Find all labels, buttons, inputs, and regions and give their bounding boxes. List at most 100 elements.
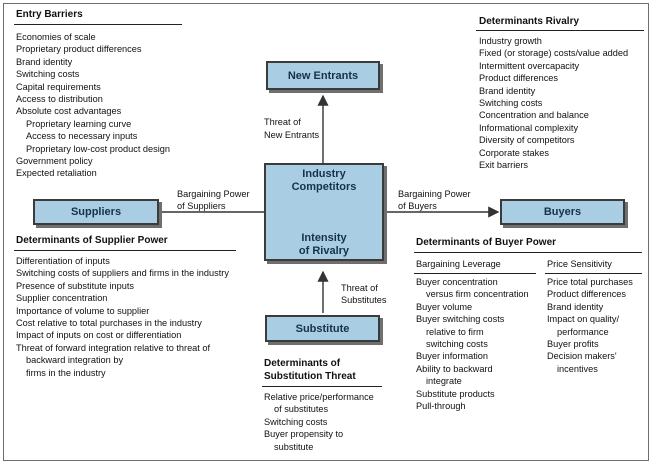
suppliers-label: Suppliers bbox=[70, 206, 122, 218]
list-item: Switching costs of suppliers and firms i… bbox=[16, 268, 229, 279]
list-item: Threat of forward integration relative t… bbox=[16, 342, 211, 353]
substitute-label: Substitute bbox=[295, 322, 350, 335]
buyers-box: Buyers bbox=[500, 199, 625, 225]
list-item: Price total purchases bbox=[547, 277, 633, 287]
list-item: switching costs bbox=[426, 339, 488, 350]
list-item: Cost relative to total purchases in the … bbox=[16, 318, 202, 329]
list-item: integrate bbox=[426, 376, 462, 387]
list-item: Switching costs bbox=[264, 416, 328, 427]
list-item: Decision makers' bbox=[547, 351, 617, 362]
supplier-power-rule bbox=[14, 250, 236, 251]
list-item: Substitute products bbox=[416, 388, 495, 399]
bp-buyers-label-1: Bargaining Power bbox=[398, 189, 471, 199]
list-item: Supplier concentration bbox=[16, 293, 108, 304]
diagram-frame bbox=[3, 3, 649, 461]
list-item: Switching costs bbox=[479, 98, 543, 109]
substitution-list: Relative price/performance of substitutes… bbox=[264, 391, 374, 453]
list-item: Impact on quality/ bbox=[547, 314, 620, 325]
list-item: firms in the industry bbox=[26, 367, 106, 378]
bargaining-leverage-list: Buyer concentration versus firm concentra… bbox=[416, 276, 529, 412]
list-item: Exit barriers bbox=[479, 160, 529, 171]
industry-competitors-box: Industry Competitors Intensity of Rivalr… bbox=[264, 163, 384, 261]
rivalry-heading: Determinants Rivalry bbox=[479, 16, 580, 27]
bp-suppliers-label-2: of Suppliers bbox=[177, 201, 226, 211]
list-item: Access to distribution bbox=[16, 94, 103, 105]
bargaining-leverage-heading: Bargaining Leverage bbox=[416, 259, 501, 269]
center-top-line-1: Industry bbox=[302, 168, 346, 180]
price-sensitivity-rule bbox=[545, 273, 642, 274]
list-item: Pull-through bbox=[416, 401, 466, 412]
center-top-line-2: Competitors bbox=[291, 181, 357, 193]
list-item: Product differences bbox=[547, 289, 626, 300]
supplier-power-heading: Determinants of Supplier Power bbox=[16, 235, 168, 246]
list-item: Access to necessary inputs bbox=[26, 131, 138, 142]
list-item: Buyer information bbox=[416, 351, 489, 362]
list-item: Buyer volume bbox=[416, 301, 473, 312]
list-item: Switching costs bbox=[16, 69, 80, 80]
list-item: Diversity of competitors bbox=[479, 135, 575, 146]
center-bottom-line-2: of Rivalry bbox=[298, 245, 350, 257]
buyer-power-rule bbox=[414, 252, 642, 253]
list-item: Proprietary learning curve bbox=[26, 118, 132, 129]
list-item: Proprietary product differences bbox=[16, 44, 142, 55]
entry-barriers-heading: Entry Barriers bbox=[16, 9, 83, 20]
list-item: Ability to backward bbox=[416, 363, 493, 374]
list-item: Importance of volume to supplier bbox=[16, 305, 150, 316]
bp-suppliers-label-1: Bargaining Power bbox=[177, 189, 250, 199]
substitution-heading-2: Substitution Threat bbox=[264, 371, 356, 382]
list-item: Relative price/performance bbox=[264, 392, 374, 402]
threat-new-entrants-label-1: Threat of bbox=[264, 117, 301, 127]
buyer-power-heading: Determinants of Buyer Power bbox=[416, 237, 557, 248]
list-item: Informational complexity bbox=[479, 122, 579, 133]
list-item: Differentiation of inputs bbox=[16, 256, 110, 266]
list-item: Brand identity bbox=[547, 301, 604, 312]
list-item: Government policy bbox=[16, 156, 93, 167]
list-item: Expected retaliation bbox=[16, 168, 97, 179]
entry-barriers-rule bbox=[14, 24, 182, 25]
list-item: of substitutes bbox=[274, 404, 329, 415]
list-item: Absolute cost advantages bbox=[16, 106, 122, 117]
new-entrants-label: New Entrants bbox=[287, 69, 359, 82]
bp-buyers-label-2: of Buyers bbox=[398, 201, 437, 211]
threat-substitutes-label-1: Threat of bbox=[341, 283, 378, 293]
buyers-label: Buyers bbox=[543, 206, 582, 218]
list-item: Economies of scale bbox=[16, 32, 96, 42]
list-item: backward integration by bbox=[26, 355, 124, 366]
list-item: Buyer profits bbox=[547, 339, 599, 350]
list-item: Industry growth bbox=[479, 36, 542, 46]
threat-new-entrants-label-2: New Entrants bbox=[264, 130, 320, 140]
bargaining-leverage-rule bbox=[414, 273, 536, 274]
list-item: Fixed (or storage) costs/value added bbox=[479, 48, 629, 59]
rivalry-rule bbox=[476, 30, 644, 31]
list-item: Brand identity bbox=[16, 56, 73, 67]
substitution-heading-1: Determinants of bbox=[264, 358, 341, 369]
substitution-rule bbox=[262, 386, 382, 387]
list-item: Concentration and balance bbox=[479, 110, 589, 121]
list-item: Buyer switching costs bbox=[416, 314, 505, 325]
list-item: incentives bbox=[557, 363, 598, 374]
list-item: Presence of substitute inputs bbox=[16, 280, 134, 291]
list-item: versus firm concentration bbox=[426, 289, 529, 300]
center-bottom-line-1: Intensity bbox=[301, 232, 347, 244]
list-item: substitute bbox=[274, 441, 314, 452]
threat-substitutes-label-2: Substitutes bbox=[341, 295, 387, 305]
new-entrants-box: New Entrants bbox=[266, 61, 380, 90]
list-item: Impact of inputs on cost or differentiat… bbox=[16, 330, 182, 341]
list-item: Proprietary low-cost product design bbox=[26, 143, 171, 154]
list-item: Intermittent overcapacity bbox=[479, 60, 580, 71]
list-item: Brand identity bbox=[479, 85, 536, 96]
list-item: Buyer propensity to bbox=[264, 429, 344, 440]
list-item: Corporate stakes bbox=[479, 147, 549, 158]
list-item: Capital requirements bbox=[16, 81, 101, 92]
list-item: performance bbox=[557, 326, 609, 337]
substitute-box: Substitute bbox=[265, 315, 380, 342]
price-sensitivity-heading: Price Sensitivity bbox=[547, 259, 612, 269]
list-item: Buyer concentration bbox=[416, 277, 498, 287]
suppliers-box: Suppliers bbox=[33, 199, 159, 225]
list-item: relative to firm bbox=[426, 326, 484, 337]
